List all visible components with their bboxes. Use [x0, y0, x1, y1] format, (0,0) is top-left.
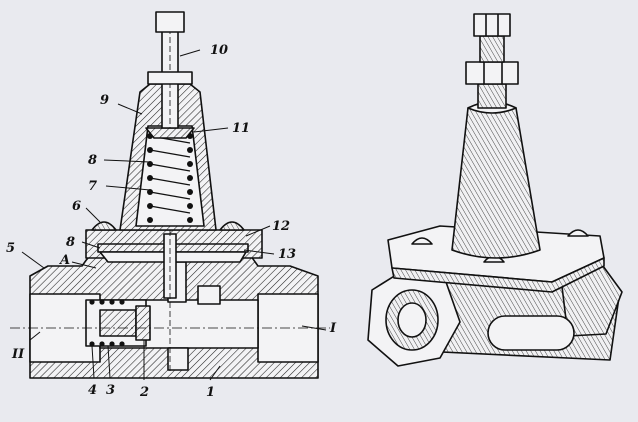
callout-11: 11	[232, 121, 250, 136]
lock-nut	[147, 71, 193, 85]
callout-13: 13	[278, 247, 296, 262]
screw-head	[155, 11, 185, 33]
exterior-lock-nut	[465, 61, 519, 85]
callout-A: A	[58, 253, 70, 268]
callout-8-bottom: 8	[66, 235, 75, 250]
callout-1: 1	[206, 385, 215, 400]
callout-6: 6	[72, 199, 81, 214]
callout-4: 4	[88, 383, 97, 398]
bolt-right	[219, 221, 245, 231]
callout-10: 10	[210, 43, 228, 58]
callout-12: 12	[272, 219, 290, 234]
bolt-left	[91, 221, 117, 231]
callout-2: 2	[139, 385, 149, 400]
callout-7: 7	[88, 179, 97, 194]
section-view: 10 9 11 8 7 6 12 8 13 5 A II I 4 3 2 1	[6, 11, 337, 400]
exterior-oblong-boss	[487, 315, 575, 351]
exterior-bolt-1	[411, 237, 433, 245]
exterior-neck	[477, 83, 507, 109]
callout-9: 9	[100, 93, 109, 108]
callout-I: I	[329, 321, 337, 336]
callouts: 10 9 11 8 7 6 12 8 13 5 A II I 4 3 2 1	[6, 43, 337, 400]
exterior-bolt-3	[567, 229, 589, 237]
exterior-cap	[451, 101, 541, 259]
callout-3: 3	[106, 383, 115, 398]
leader-lines	[21, 49, 327, 381]
callout-II: II	[11, 347, 25, 362]
exterior-stud	[479, 35, 505, 63]
spring-seat	[145, 127, 195, 139]
callout-5: 5	[6, 241, 15, 256]
exterior-hex-head	[473, 13, 511, 37]
callout-8-top: 8	[88, 153, 97, 168]
exterior-view	[367, 13, 623, 367]
check-valve-spring	[85, 299, 151, 347]
